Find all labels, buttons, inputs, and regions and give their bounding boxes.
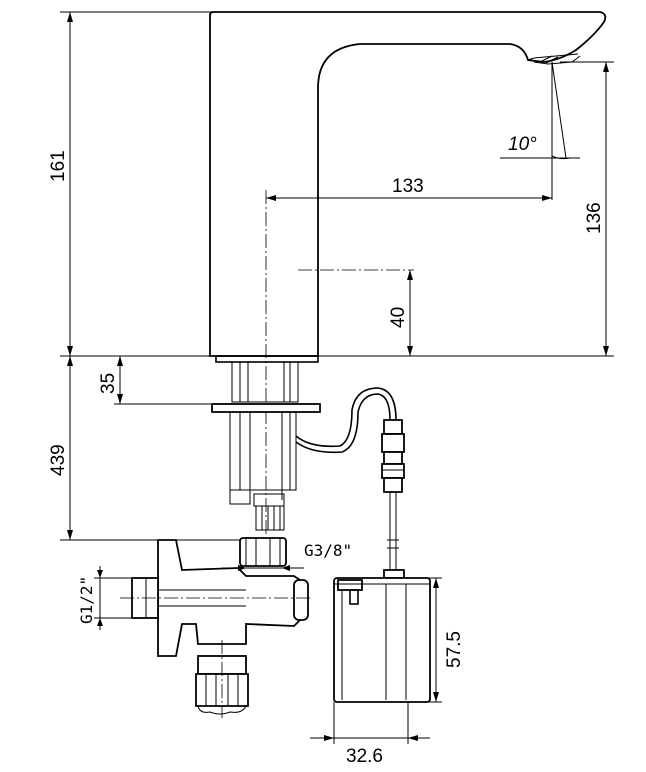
dim-supply-thread: G3/8" xyxy=(222,541,352,571)
dim-spout-reach: 133 xyxy=(266,176,552,201)
dim-under-counter: 439 xyxy=(48,356,240,541)
dim-overall-height: 161 xyxy=(48,11,212,357)
mounting-shank xyxy=(211,355,321,531)
dim-spout-height: 136 xyxy=(318,61,614,357)
dim-box-width: 32.6 xyxy=(310,702,430,767)
box-width-label: 32.6 xyxy=(346,746,383,767)
center-offset-label: 40 xyxy=(388,307,409,328)
spout-reach-label: 133 xyxy=(392,176,424,197)
angle-valve xyxy=(120,537,312,718)
dim-inlet-thread: G1/2" xyxy=(77,566,132,630)
box-height-label: 57.5 xyxy=(444,631,465,668)
control-box xyxy=(333,569,431,703)
supply-thread-label: G3/8" xyxy=(304,541,352,560)
overall-height-label: 161 xyxy=(48,150,69,182)
dim-mount-thickness: 35 xyxy=(98,356,212,405)
under-counter-label: 439 xyxy=(48,444,69,476)
spout-height-label: 136 xyxy=(584,202,605,234)
dim-box-height: 57.5 xyxy=(406,577,465,703)
angle-label: 10° xyxy=(508,134,537,155)
dim-center-offset: 40 xyxy=(298,269,414,356)
sensor-cable xyxy=(295,387,405,570)
inlet-thread-label: G1/2" xyxy=(77,576,96,624)
angle-annotation: 10° xyxy=(500,61,580,200)
mount-thickness-label: 35 xyxy=(98,373,119,394)
